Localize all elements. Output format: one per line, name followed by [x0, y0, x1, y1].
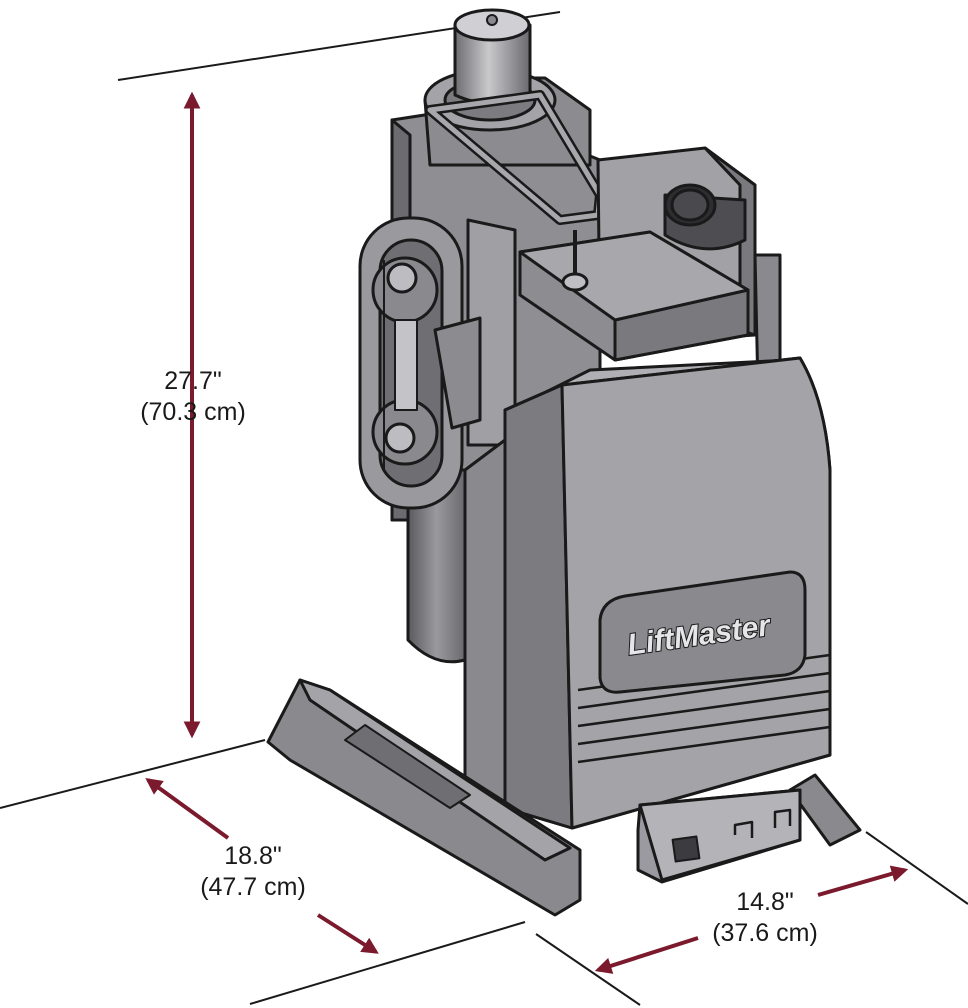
depth-arrow-upper [145, 778, 230, 840]
depth-metric: (47.7 cm) [200, 873, 306, 901]
width-dimension-label: 14.8" (37.6 cm) [690, 887, 840, 949]
depth-dimension-label: 18.8" (47.7 cm) [178, 841, 328, 903]
width-arrow-left [594, 936, 699, 974]
width-metric: (37.6 cm) [712, 919, 818, 947]
depth-arrow-lower [316, 913, 379, 954]
height-metric: (70.3 cm) [140, 398, 246, 426]
height-imperial: 27.7" [164, 367, 222, 395]
dimension-arrows [145, 91, 909, 974]
width-arrow-right [817, 865, 909, 897]
width-imperial: 14.8" [736, 888, 794, 916]
height-dimension-label: 27.7" (70.3 cm) [118, 366, 268, 428]
depth-imperial: 18.8" [224, 842, 282, 870]
operator-unit [266, 8, 862, 917]
